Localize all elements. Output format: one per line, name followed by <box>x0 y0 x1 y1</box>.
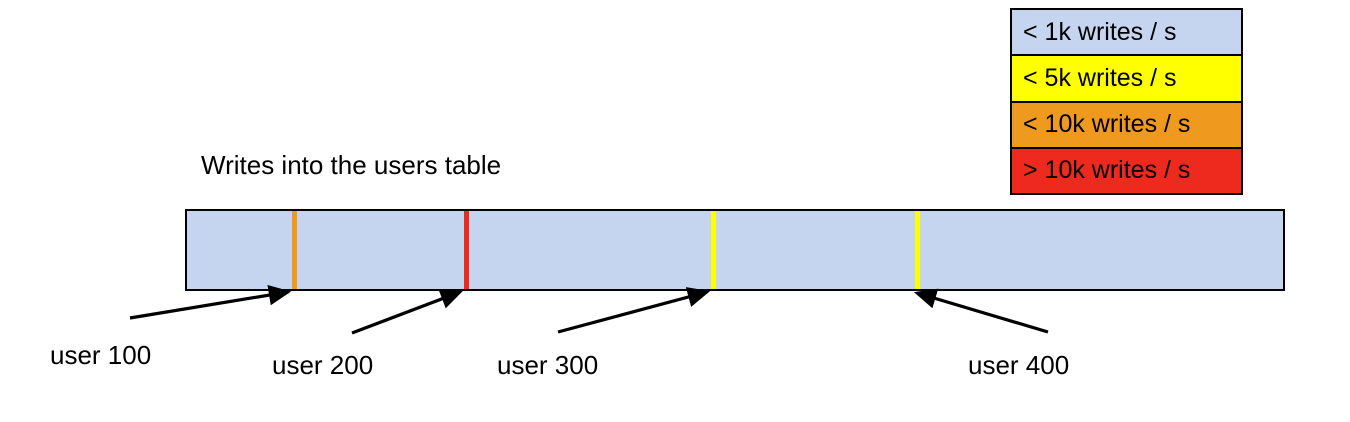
callout-label-user-300: user 300 <box>497 350 599 380</box>
bar-stripe-user-300 <box>711 211 716 289</box>
bar-stripe-user-200 <box>464 211 469 289</box>
legend-row-under-10k: < 10k writes / s <box>1012 102 1241 149</box>
legend-label-under-10k: < 10k writes / s <box>1023 110 1191 139</box>
chart-title: Writes into the users table <box>201 150 502 180</box>
legend-label-under-1k: < 1k writes / s <box>1023 17 1177 46</box>
legend-row-over-10k: > 10k writes / s <box>1012 148 1241 193</box>
callout-label-user-100: user 100 <box>50 340 152 370</box>
legend-label-over-10k: > 10k writes / s <box>1023 156 1191 185</box>
callout-arrow-user-400 <box>913 288 1049 334</box>
callout-arrow-user-100 <box>129 285 292 320</box>
bar-stripe-user-100 <box>292 211 297 289</box>
legend-row-under-1k: < 1k writes / s <box>1012 10 1241 57</box>
callout-label-user-400: user 400 <box>968 350 1070 380</box>
legend: < 1k writes / s < 5k writes / s < 10k wr… <box>1010 8 1243 195</box>
users-table-bar <box>185 209 1285 291</box>
bar-stripe-user-400 <box>915 211 920 289</box>
callout-arrow-user-200 <box>351 289 463 335</box>
legend-row-under-5k: < 5k writes / s <box>1012 56 1241 103</box>
callout-label-user-200: user 200 <box>272 350 374 380</box>
callout-arrow-user-300 <box>557 287 711 334</box>
legend-label-under-5k: < 5k writes / s <box>1023 63 1177 92</box>
